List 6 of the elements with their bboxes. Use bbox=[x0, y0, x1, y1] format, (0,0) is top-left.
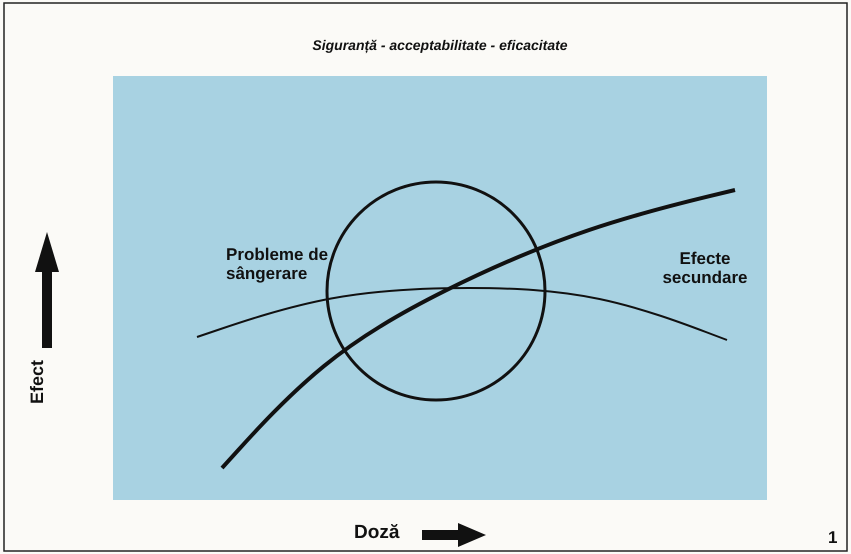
figure-number: 1 bbox=[828, 529, 838, 548]
axis-label: Doză bbox=[354, 523, 400, 544]
curve-label: Efecte secundare bbox=[661, 250, 749, 288]
axis-label: Efect bbox=[28, 360, 48, 404]
curve-label: Probleme de sângerare bbox=[226, 246, 330, 284]
title: Siguranță - acceptabilitate - eficacitate bbox=[311, 37, 569, 53]
